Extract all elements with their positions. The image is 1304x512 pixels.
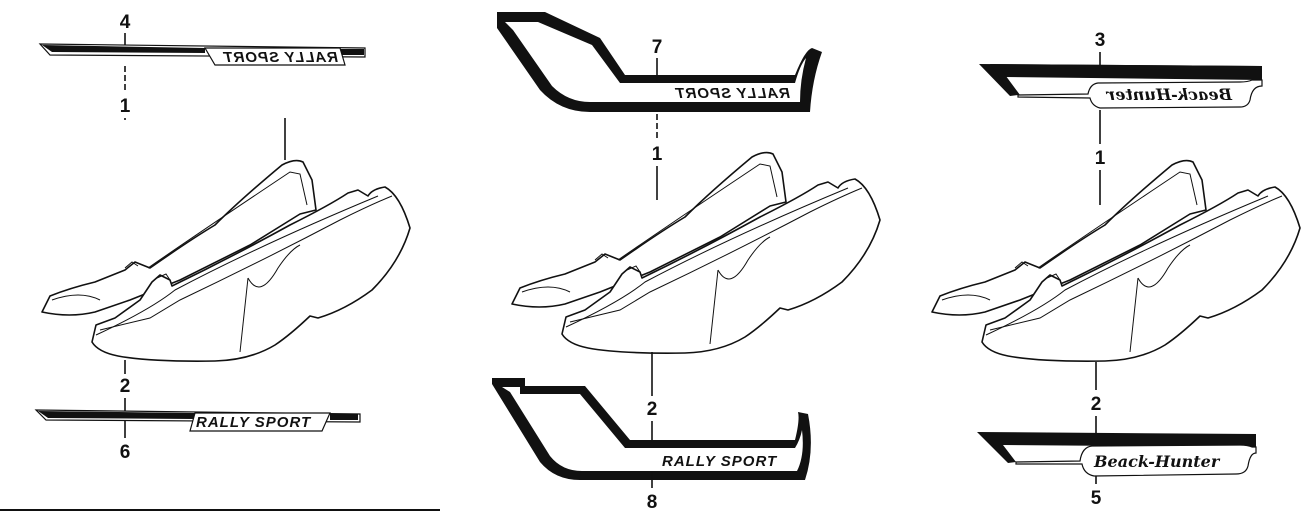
callout-1: 1 [652,144,663,165]
callout-6: 6 [120,442,131,463]
decal-bottom-beack-hunter: Beack-Hunter [977,432,1257,477]
callout-2: 2 [647,399,658,420]
decal-top-rally-sport-stripe: RALLY SPORT [38,43,366,66]
panel-rally-sport-stripe: 4 RALLY SPORT 1 2 RALLY SPORT 6 [0,12,440,511]
callout-2: 2 [120,376,131,397]
decal-text: Beack-Hunter [1093,452,1221,471]
callout-1: 1 [120,96,131,117]
decal-text: RALLY SPORT [222,49,338,66]
decal-text: Beack-Hunter [1105,85,1233,104]
callout-7: 7 [652,37,663,58]
callout-8: 8 [647,492,658,512]
panel-beack-hunter: 3 Beack-Hunter 1 2 Beack-Hunter 5 [931,30,1301,509]
decal-text: RALLY SPORT [662,453,778,470]
decal-text: RALLY SPORT [196,414,312,431]
callout-1: 1 [1095,148,1106,169]
callout-4: 4 [120,12,131,33]
side-covers-pair [41,159,411,362]
callout-2: 2 [1091,394,1102,415]
decal-top-rally-sport-panel: RALLY SPORT [497,12,822,112]
decal-bottom-rally-sport-panel: RALLY SPORT [492,378,811,480]
callout-5: 5 [1091,488,1102,509]
panel-rally-sport-panel: RALLY SPORT 7 1 2 RALLY SPORT 8 [492,12,881,512]
side-covers-pair [511,151,881,354]
decal-text: RALLY SPORT [674,85,790,102]
callout-3: 3 [1095,30,1106,51]
decal-top-beack-hunter: Beack-Hunter [979,64,1263,109]
side-covers-pair [931,159,1301,362]
decal-bottom-rally-sport-stripe: RALLY SPORT [34,409,361,432]
